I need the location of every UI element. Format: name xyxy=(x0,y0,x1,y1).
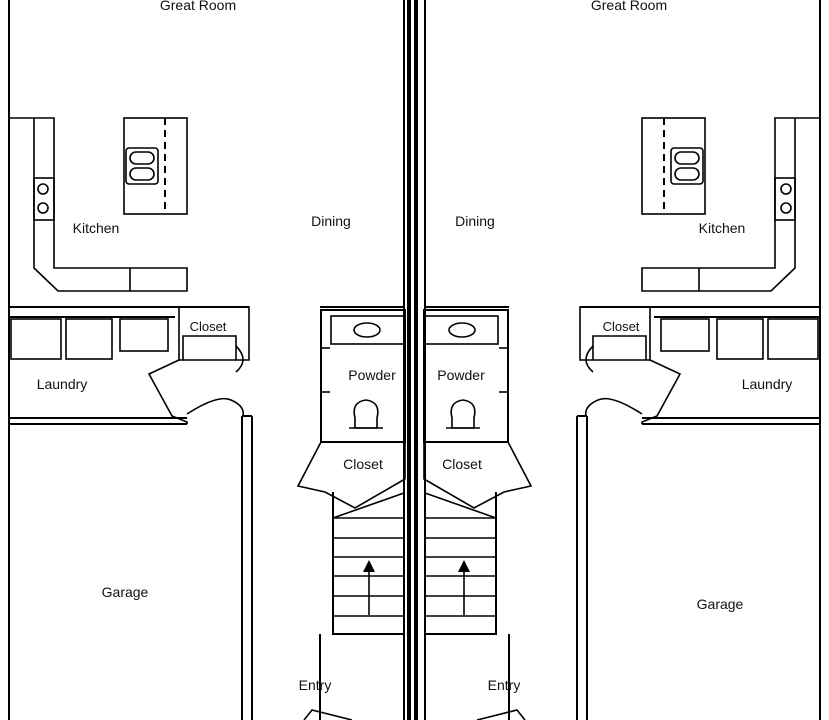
powder-room-right xyxy=(423,309,509,443)
label-closet-stair-left: Closet xyxy=(343,456,383,472)
kitchen-counter-right xyxy=(641,117,820,292)
up-arrow-icon xyxy=(363,560,375,572)
kitchen-island-right xyxy=(641,117,706,215)
label-closet-upper-left: Closet xyxy=(190,319,227,334)
garage-right xyxy=(576,415,588,720)
right-unit-labels: Great Room Kitchen Dining Closet Laundry… xyxy=(437,0,792,693)
label-laundry-left: Laundry xyxy=(37,376,88,392)
label-great-room-right: Great Room xyxy=(591,0,667,13)
kitchen-island xyxy=(123,117,188,215)
stairs-left xyxy=(332,492,405,635)
up-arrow-icon xyxy=(458,560,470,572)
stair-closet-left xyxy=(296,441,406,509)
label-powder-left: Powder xyxy=(348,367,396,383)
label-laundry-right: Laundry xyxy=(742,376,793,392)
label-dining-right: Dining xyxy=(455,213,495,229)
party-wall xyxy=(407,0,411,720)
kitchen-counter xyxy=(9,117,188,292)
label-powder-right: Powder xyxy=(437,367,485,383)
label-closet-upper-right: Closet xyxy=(603,319,640,334)
label-entry-right: Entry xyxy=(488,677,521,693)
label-kitchen-right: Kitchen xyxy=(699,220,746,236)
party-wall-right xyxy=(414,0,418,720)
stairs-right xyxy=(424,492,497,635)
label-kitchen-left: Kitchen xyxy=(73,220,120,236)
powder-room-left xyxy=(320,309,406,443)
label-great-room-left: Great Room xyxy=(160,0,236,13)
label-garage-left: Garage xyxy=(102,584,149,600)
label-closet-stair-right: Closet xyxy=(442,456,482,472)
label-garage-right: Garage xyxy=(697,596,744,612)
label-entry-left: Entry xyxy=(299,677,332,693)
left-unit: Great Room Kitchen Dining Closet Laundry… xyxy=(8,0,406,720)
right-unit xyxy=(423,0,821,720)
stair-closet-right xyxy=(423,441,533,509)
garage-left xyxy=(241,415,253,720)
label-dining-left: Dining xyxy=(311,213,351,229)
